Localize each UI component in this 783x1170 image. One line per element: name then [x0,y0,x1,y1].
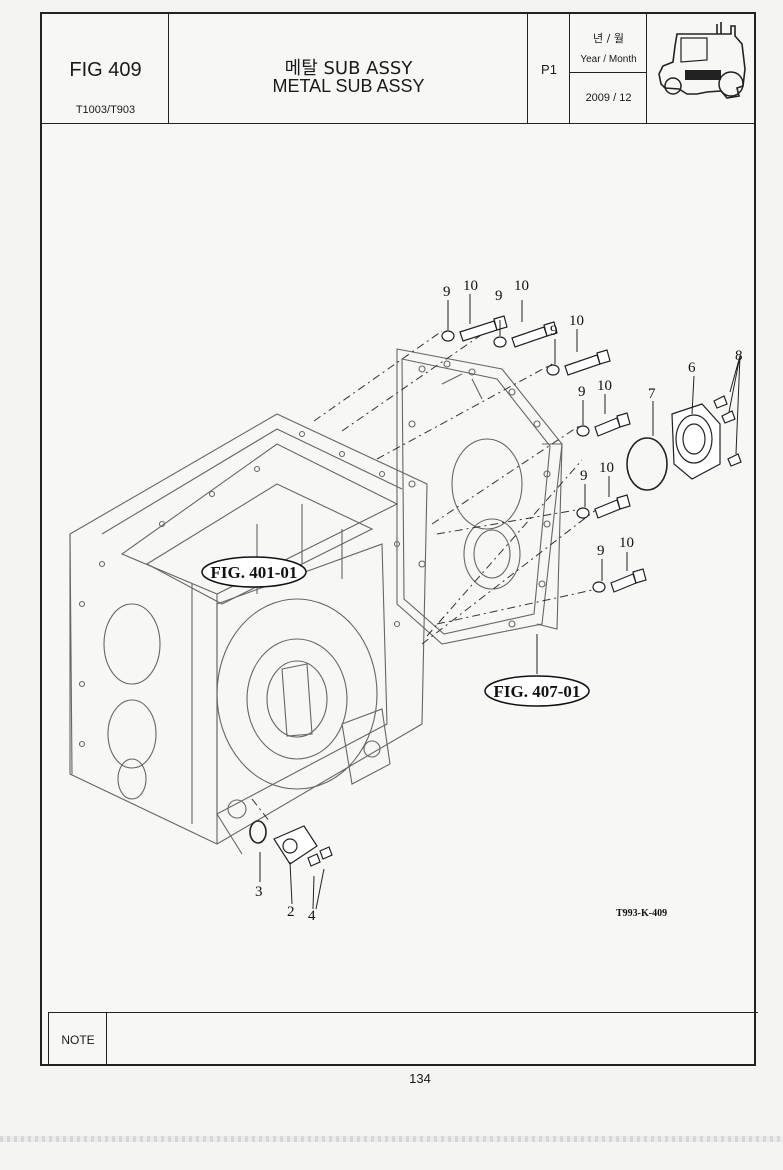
part-number-callouts: 9 10 9 10 9 10 9 10 9 10 9 10 6 7 8 3 2 … [255,278,743,924]
fig-cell: FIG 409 T1003/T903 [42,14,169,124]
callout-label: 3 [255,884,263,900]
callout-leaders [259,294,741,910]
callout-label: 4 [308,908,316,924]
title-korean: 메탈 SUB ASSY [284,58,413,79]
callout-label: 9 [495,288,503,304]
hardware-parts [249,315,742,867]
diagram-canvas: 9 10 9 10 9 10 9 10 9 10 9 10 6 7 8 3 2 … [69,278,743,924]
figure-reference-407: FIG. 407-01 [484,675,590,707]
page-frame: FIG 409 T1003/T903 메탈 SUB ASSY METAL SUB… [40,12,758,1066]
scan-edge [0,1136,783,1142]
date-value: 2009 / 12 [585,92,632,104]
note-label-cell: NOTE [49,1013,107,1065]
model-numbers: T1003/T903 [75,104,136,116]
fig-number: FIG 409 [69,59,142,81]
note-label: NOTE [61,1033,95,1047]
page-code: P1 [541,62,557,77]
callout-label: 9 [580,468,588,484]
callout-label: 7 [648,386,656,402]
page-code-cell: P1 [528,14,570,124]
tractor-icon [658,22,746,99]
title-cell: 메탈 SUB ASSY METAL SUB ASSY [169,14,528,124]
date-label-korean: 년 / 월 [593,32,624,45]
callout-label: 8 [735,348,743,364]
callout-label: 9 [597,543,605,559]
figure-reference-401: FIG. 401-01 [201,556,307,588]
page-number: 134 [409,1071,431,1086]
note-row: NOTE [48,1012,758,1066]
callout-label: 2 [287,904,295,920]
callout-label: 10 [619,535,634,551]
date-label-english: Year / Month [580,54,637,65]
assembly-leader-lines [251,323,598,823]
reference-label: FIG. 407-01 [494,682,581,701]
callout-label: 10 [514,278,529,294]
transmission-case-line-art [69,348,563,855]
date-divider [570,72,647,73]
title-block: FIG 409 T1003/T903 메탈 SUB ASSY METAL SUB… [42,14,754,124]
exploded-diagram: 9 10 9 10 9 10 9 10 9 10 9 10 6 7 8 3 2 … [42,124,754,1012]
date-cell: 년 / 월 Year / Month 2009 / 12 [570,14,647,124]
callout-label: 9 [443,284,451,300]
thumbnail-cell [647,14,758,124]
callout-label: 10 [463,278,478,294]
drawing-code: T993-K-409 [616,908,667,919]
callout-label: 10 [597,378,612,394]
callout-label: 9 [550,323,558,339]
callout-label: 6 [688,360,696,376]
callout-label: 10 [569,313,584,329]
callout-label: 9 [578,384,586,400]
callout-label: 10 [599,460,614,476]
reference-label: FIG. 401-01 [211,563,298,582]
title-english: METAL SUB ASSY [272,76,425,96]
